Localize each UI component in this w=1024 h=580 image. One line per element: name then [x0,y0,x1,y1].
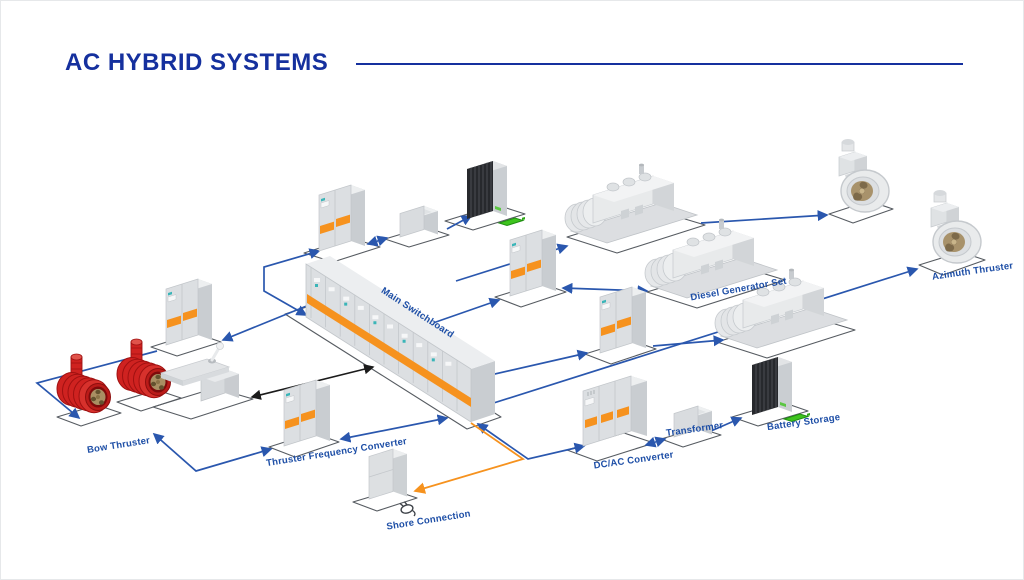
azimuth-thruster-1 [838,138,890,213]
bow-converter-cabinet [165,278,213,346]
switchboard-section-dividers [310,267,458,411]
dcac-converter-cabinet [582,375,648,447]
thruster-frequency-converter-cabinet [283,379,331,447]
gen-converter-2 [599,286,647,354]
title-rule [356,62,963,66]
label-azimuth-thruster: Azimuth Thruster [931,260,1014,282]
page-title: AC HYBRID SYSTEMS [65,49,329,76]
top-converter-cabinet [318,184,366,252]
line-transformer2-battery2 [710,416,743,432]
label-bow-thruster: Bow Thruster [86,435,151,456]
line-converter-transformer-top [366,235,389,247]
diesel-genset-1 [564,163,698,244]
line-switchboard-top-converter [263,248,321,316]
line-bow-converter-bow1 [35,350,158,420]
switchboard-orange-band [307,294,471,407]
top-transformer [399,205,439,238]
header: AC HYBRID SYSTEMS [65,49,963,77]
labels: Main Switchboard Diesel Generator Set Az… [86,260,1014,532]
top-battery-storage [466,160,508,220]
label-shore-connection: Shore Connection [386,508,472,532]
line-switchboard-azimuth2 [479,266,919,410]
label-dc-ac-converter: DC/AC Converter [593,449,674,471]
gen-converter-1 [509,229,557,297]
switchboard-panels [314,278,452,366]
battery-storage-2 [751,356,793,416]
line-dcac-transformer2 [644,436,667,448]
switchboard-indicators [315,284,435,362]
line-switchboard-shore [413,422,526,494]
bow-thruster-2 [116,338,171,399]
line-switchboard-tfc [339,414,449,443]
azimuth-thruster-2 [930,189,982,264]
line-tfc-bow2 [152,432,273,472]
line-switchboard-converterA [432,297,501,324]
line-switchboard-dcac [476,423,586,460]
main-switchboard [305,256,495,423]
bow-thruster-1 [56,353,111,414]
line-switchboard-bow-converter [221,304,310,342]
